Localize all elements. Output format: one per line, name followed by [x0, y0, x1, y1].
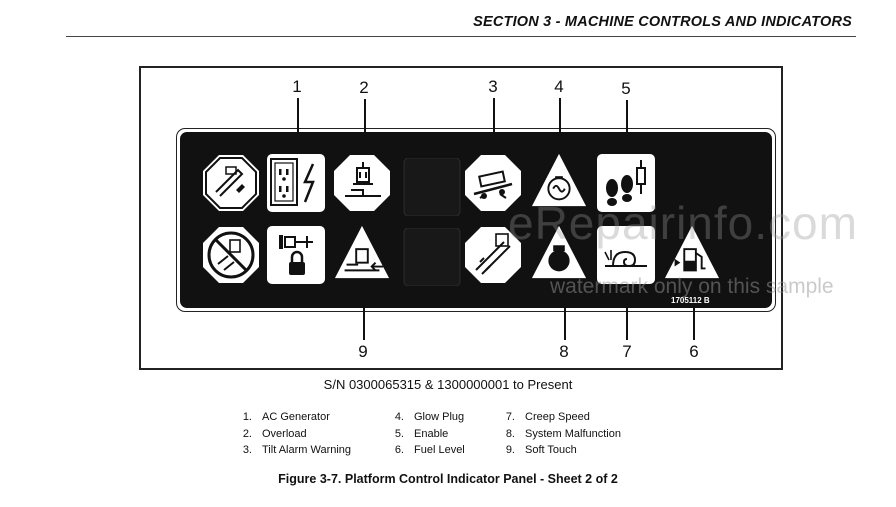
leader-line-4 — [559, 98, 561, 160]
platform-lock-icon — [267, 226, 325, 284]
platform-tilt-cylinder-icon — [464, 226, 522, 284]
callout-2: 2 — [359, 78, 369, 97]
watermark-site: eRepairinfo.com — [508, 197, 858, 249]
soft-touch-override-icon — [202, 226, 260, 284]
callout-8: 8 — [559, 342, 569, 361]
callout-4: 4 — [554, 77, 564, 96]
legend-column-2: 4.Glow Plug 5.Enable 6.Fuel Level — [382, 409, 465, 459]
enable-icon — [597, 154, 655, 212]
legend-item: 5.Enable — [394, 427, 449, 440]
legend-item: 9.Soft Touch — [505, 444, 577, 456]
callout-1: 1 — [292, 77, 302, 96]
panel-part-number: 1705112 B — [671, 296, 710, 305]
leader-line-6 — [693, 280, 695, 340]
fuel-level-icon — [663, 224, 723, 284]
legend-column-3: 7.Creep Speed 8.System Malfunction 9.Sof… — [493, 409, 621, 459]
callout-7: 7 — [622, 342, 632, 361]
overload-icon — [333, 154, 391, 212]
glow-plug-icon — [530, 152, 590, 212]
leader-line-7 — [626, 280, 628, 340]
legend-item: 8.System Malfunction — [505, 427, 621, 440]
soft-touch-icon — [333, 224, 393, 284]
figure-caption: Figure 3-7. Platform Control Indicator P… — [278, 472, 618, 486]
callout-9: 9 — [358, 342, 368, 361]
callout-3: 3 — [488, 77, 498, 96]
leader-line-9 — [363, 280, 365, 340]
callout-5: 5 — [621, 79, 631, 98]
legend-item: 2.Overload — [242, 427, 307, 440]
leader-line-2 — [364, 99, 366, 162]
leader-line-1 — [297, 98, 299, 160]
watermark-note: watermark only on this sample — [550, 275, 834, 298]
serial-number-note: S/N 0300065315 & 1300000001 to Present — [323, 377, 573, 392]
legend-item: 4.Glow Plug — [394, 411, 465, 423]
legend-item: 6.Fuel Level — [394, 444, 465, 456]
legend-column-1: 1.AC Generator 2.Overload 3.Tilt Alarm W… — [230, 409, 351, 459]
system-malfunction-icon — [530, 224, 590, 284]
legend-item: 7.Creep Speed — [505, 411, 590, 423]
blank-indicator-slot-2 — [403, 228, 461, 286]
section-title: SECTION 3 - MACHINE CONTROLS AND INDICAT… — [473, 14, 852, 30]
callout-6: 6 — [689, 342, 699, 361]
ac-generator-icon — [267, 154, 325, 212]
figure-frame — [139, 66, 783, 370]
leader-line-5 — [626, 100, 628, 162]
blank-indicator-slot-1 — [403, 158, 461, 216]
lift-cylinder-octagon-icon — [202, 154, 260, 212]
header-rule — [66, 36, 856, 37]
legend-item: 1.AC Generator — [242, 411, 330, 423]
tilt-alarm-warning-icon — [464, 154, 522, 212]
leader-line-3 — [493, 98, 495, 160]
legend-item: 3.Tilt Alarm Warning — [242, 444, 352, 456]
leader-line-8 — [564, 280, 566, 340]
creep-speed-icon — [597, 226, 655, 284]
